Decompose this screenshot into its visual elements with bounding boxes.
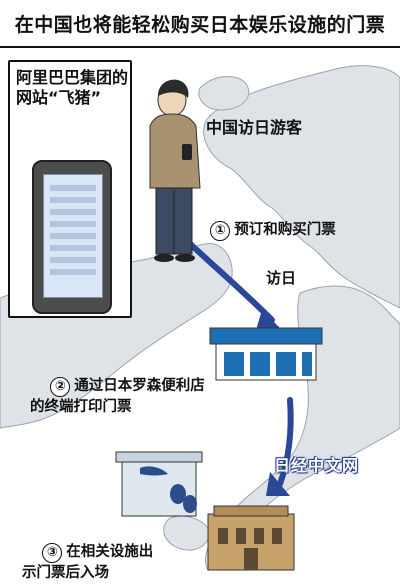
step-2-number: ② bbox=[50, 377, 71, 397]
historic-building-icon bbox=[207, 505, 295, 571]
callout-label: 阿里巴巴集团的 网站“飞猪” bbox=[16, 68, 129, 107]
page-title: 在中国也将能轻松购买日本娱乐设施的门票 bbox=[0, 0, 400, 48]
tourist-figure bbox=[149, 79, 201, 262]
step-2-text: 通过日本罗森便利店 的终端打印门票 bbox=[30, 378, 205, 415]
watermark: 日经中文网 bbox=[274, 456, 360, 475]
step-3-text: 在相关设施出 示门票后入场 bbox=[22, 544, 154, 581]
step-3-number: ③ bbox=[42, 543, 63, 563]
step-1-number: ① bbox=[210, 221, 231, 241]
step-1-text: 预订和购买门票 bbox=[234, 222, 336, 238]
phone-icon bbox=[32, 160, 112, 314]
fliggy-callout-box: 阿里巴巴集团的 网站“飞猪” bbox=[8, 60, 132, 318]
route-arrow-2 bbox=[277, 397, 294, 487]
arrow-label: 访日 bbox=[266, 269, 297, 287]
tourist-label: 中国访日游客 bbox=[206, 118, 303, 137]
route-arrowhead-1 bbox=[256, 310, 284, 332]
map-illustration bbox=[0, 65, 400, 571]
route-arrowhead-2 bbox=[266, 472, 290, 496]
aquarium-building-icon bbox=[115, 451, 203, 517]
phone-screen bbox=[43, 174, 103, 298]
convenience-store-icon bbox=[209, 327, 323, 381]
